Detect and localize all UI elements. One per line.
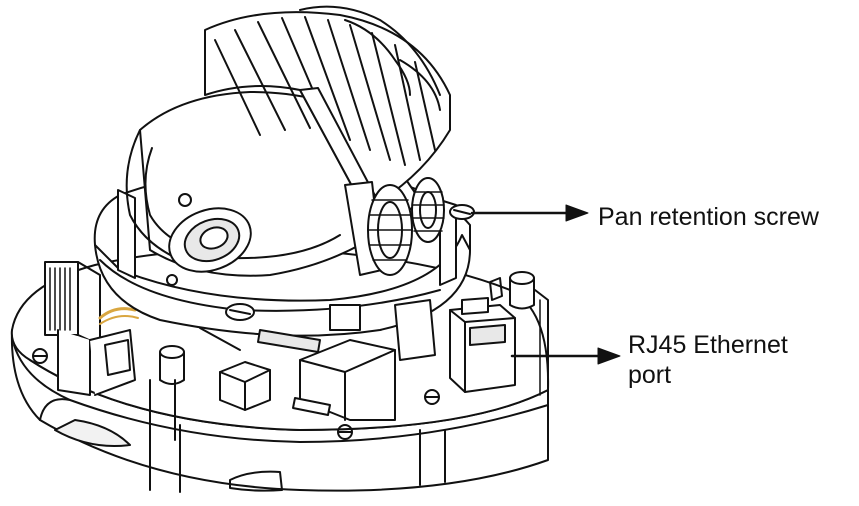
rj45-label-line-2: port — [628, 361, 672, 389]
pan-retention-screw — [225, 204, 475, 321]
rj45-port — [449, 271, 549, 396]
lens-housing — [125, 5, 451, 286]
arrow-right-icon — [565, 204, 589, 222]
rj45-ethernet-port-label: RJ45 Ethernet port — [628, 330, 788, 390]
left-connector-block — [44, 261, 139, 396]
rj45-label-line-1: RJ45 Ethernet — [628, 331, 788, 359]
internal-board — [149, 299, 436, 441]
pan-retention-screw-label: Pan retention screw — [598, 203, 819, 231]
callout-arrow-rj45 — [510, 347, 621, 365]
callout-arrow-pan — [470, 204, 589, 222]
arrow-right-icon — [597, 347, 621, 365]
tilt-gear — [344, 177, 445, 276]
